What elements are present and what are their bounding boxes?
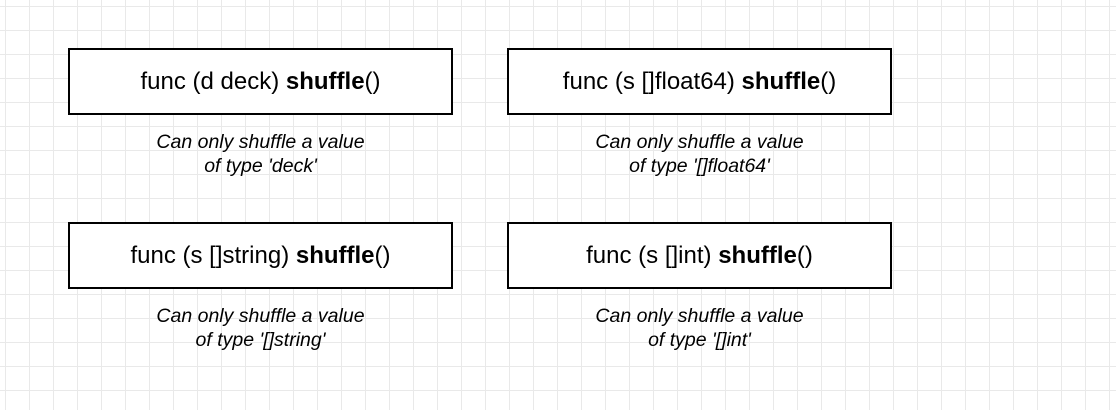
caption-string: Can only shuffle a value of type '[]stri… [68,304,453,352]
caption-line-1: Can only shuffle a value [156,305,365,327]
caption-line-1: Can only shuffle a value [595,131,804,153]
caption-line-1: Can only shuffle a value [156,131,365,153]
signature-suffix: () [374,241,391,269]
signature-suffix: () [796,241,813,269]
caption-deck: Can only shuffle a value of type 'deck' [68,130,453,178]
signature-prefix: func (s []float64) [562,67,742,95]
signature-box-deck: func (d deck) shuffle() [68,48,453,115]
method-name: shuffle [718,241,797,269]
method-name: shuffle [295,241,375,269]
caption-int: Can only shuffle a value of type '[]int' [507,304,892,352]
caption-line-2: of type '[]int' [648,329,751,351]
caption-line-2: of type '[]string' [195,329,326,351]
signature-suffix: () [820,67,837,95]
signature-prefix: func (s []string) [130,241,296,269]
signature-box-int: func (s []int) shuffle() [507,222,892,289]
method-name: shuffle [285,67,365,95]
caption-line-2: of type 'deck' [204,155,317,177]
signature-box-float64: func (s []float64) shuffle() [507,48,892,115]
signature-suffix: () [364,67,381,95]
caption-line-2: of type '[]float64' [629,155,770,177]
signature-prefix: func (d deck) [140,67,286,95]
method-name: shuffle [741,67,821,95]
signature-prefix: func (s []int) [586,241,719,269]
caption-line-1: Can only shuffle a value [595,305,804,327]
caption-float64: Can only shuffle a value of type '[]floa… [507,130,892,178]
signature-box-string: func (s []string) shuffle() [68,222,453,289]
